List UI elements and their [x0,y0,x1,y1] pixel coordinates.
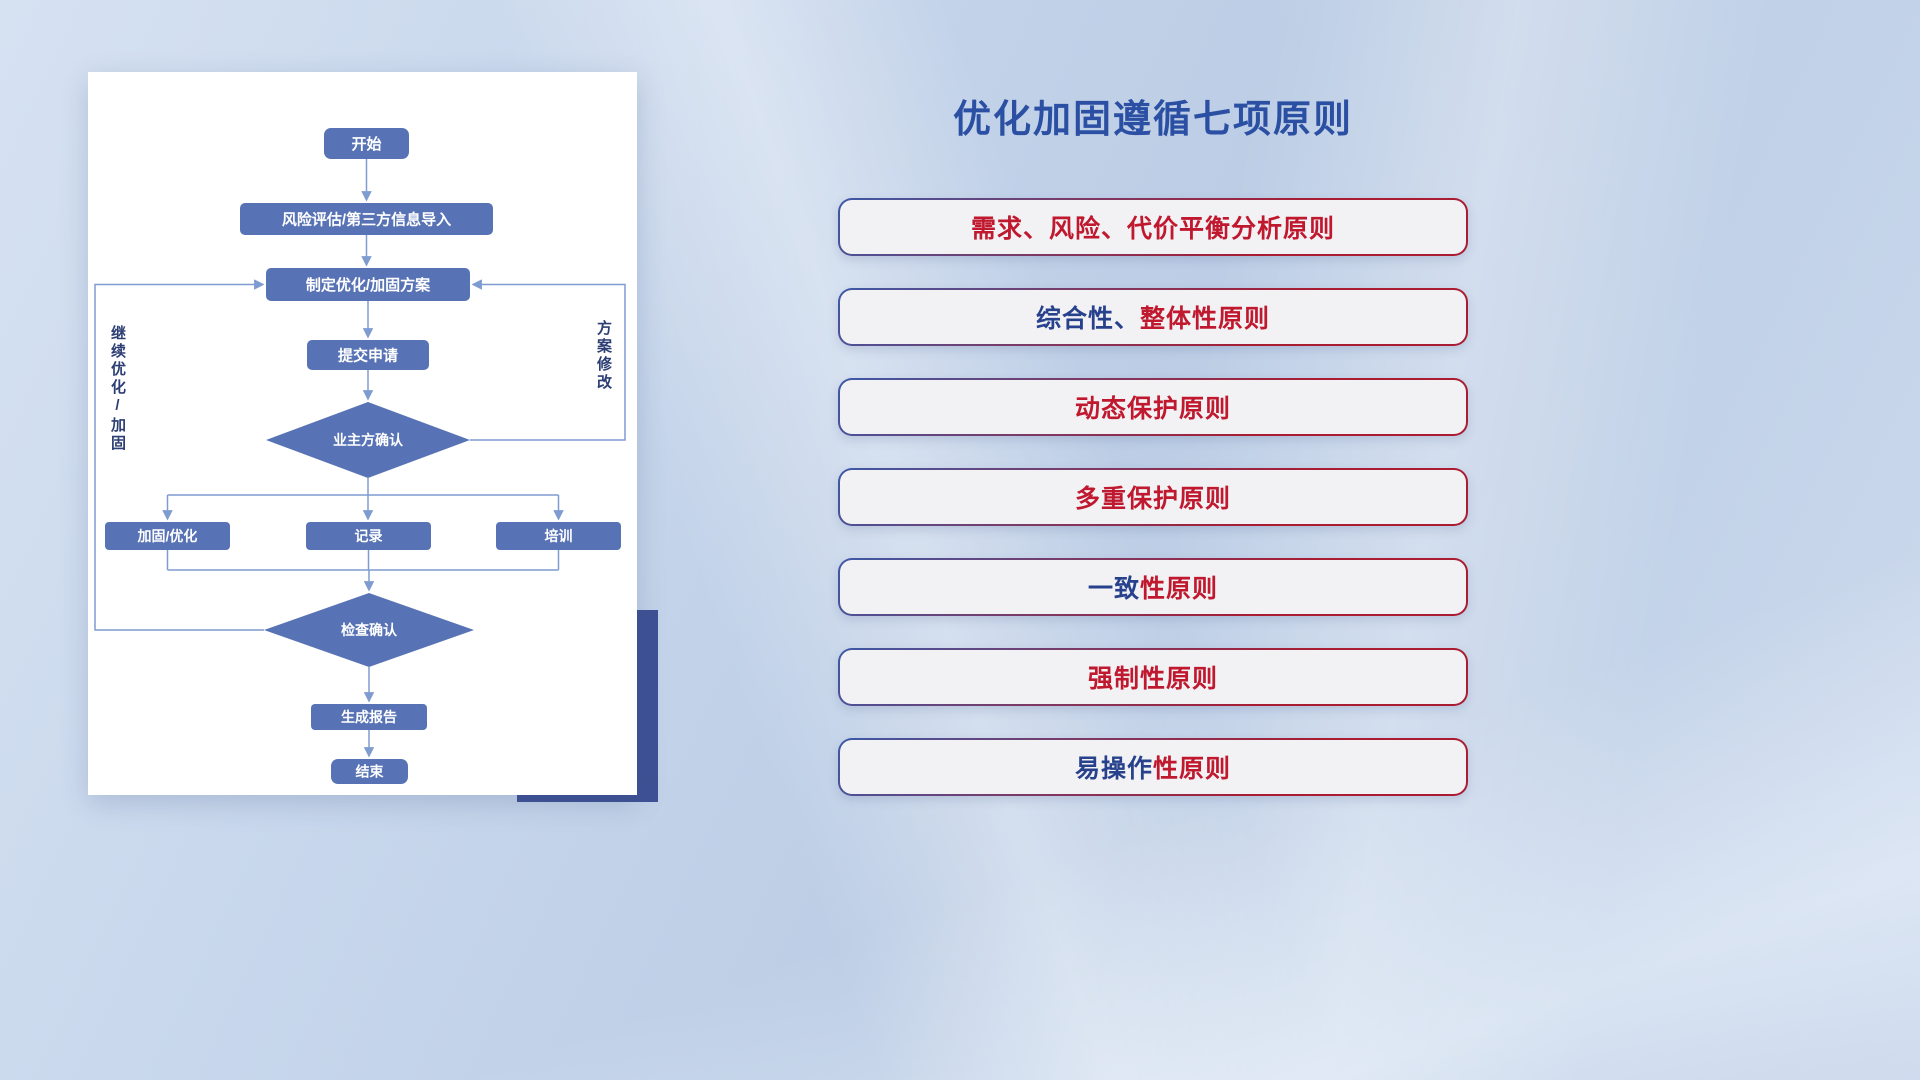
principle-pill: 多重保护原则 [838,468,1468,526]
flowchart-canvas: 开始 风险评估/第三方信息导入 制定优化/加固方案 提交申请 业主方确认 加固/… [94,128,626,784]
principle-text-segment: 综合性、 [1035,305,1140,333]
principle-text-segment: 性原则 [1140,575,1219,603]
flow-node-harden-optimize-label: 加固/优化 [137,528,198,544]
flow-node-start-label: 开始 [351,135,381,153]
page-title: 优化加固遵循七项原则 [952,99,1353,141]
principle-text-segment: 整体性原则 [1140,305,1271,333]
principle-pill: 易操作性原则 [838,738,1468,796]
flow-node-make-plan: 制定优化/加固方案 [266,268,470,301]
flow-connectors [94,159,626,758]
principle-pill: 综合性、整体性原则 [838,288,1468,346]
flow-node-check-confirm: 检查确认 [264,593,474,667]
flow-node-risk-import-label: 风险评估/第三方信息导入 [282,211,451,229]
principle-pill-inner: 强制性原则 [840,650,1466,704]
flow-node-owner-confirm-label: 业主方确认 [333,432,404,448]
loop-label-plan-modify: 方案修改 [595,320,612,392]
flow-node-risk-import: 风险评估/第三方信息导入 [240,203,493,235]
loop-label-continue-optimize: 继续优化/加固 [109,325,126,453]
flow-node-owner-confirm: 业主方确认 [266,402,470,478]
principle-pill-inner: 综合性、整体性原则 [840,290,1466,344]
principle-pill: 需求、风险、代价平衡分析原则 [838,198,1468,256]
principle-pill-inner: 多重保护原则 [840,470,1466,524]
principle-pill-inner: 易操作性原则 [840,740,1466,794]
principle-pill: 强制性原则 [838,648,1468,706]
flow-node-end: 结束 [331,759,408,784]
flow-node-end-label: 结束 [356,764,385,780]
principle-pill-inner: 需求、风险、代价平衡分析原则 [840,200,1466,254]
principle-text-segment: 多重保护原则 [1074,485,1231,513]
flow-node-report: 生成报告 [311,704,427,730]
principle-pill: 动态保护原则 [838,378,1468,436]
principle-text-segment: 易操作 [1074,755,1153,783]
flow-node-submit-label: 提交申请 [338,347,398,365]
principle-pill-inner: 一致性原则 [840,560,1466,614]
flow-node-report-label: 生成报告 [341,709,397,725]
principle-pill: 一致性原则 [838,558,1468,616]
principle-text-segment: 强制性原则 [1087,665,1218,693]
flow-node-check-confirm-label: 检查确认 [341,622,398,638]
principle-text-segment: 需求、风险、代价平衡分析原则 [970,215,1335,243]
flow-node-training-label: 培训 [545,528,573,544]
flow-node-make-plan-label: 制定优化/加固方案 [306,276,431,294]
flow-node-start: 开始 [324,128,409,159]
flow-node-submit: 提交申请 [307,340,429,370]
flow-node-harden-optimize: 加固/优化 [105,522,230,550]
principle-text-segment: 性原则 [1153,755,1232,783]
principle-text-segment: 动态保护原则 [1074,395,1231,423]
principle-pill-inner: 动态保护原则 [840,380,1466,434]
flow-node-record-label: 记录 [355,528,383,544]
flowchart-card: 开始 风险评估/第三方信息导入 制定优化/加固方案 提交申请 业主方确认 加固/… [88,72,637,795]
principle-text-segment: 一致 [1087,575,1140,603]
principles-list: 需求、风险、代价平衡分析原则综合性、整体性原则动态保护原则多重保护原则一致性原则… [838,198,1468,828]
flow-node-training: 培训 [496,522,621,550]
flow-node-record: 记录 [306,522,431,550]
